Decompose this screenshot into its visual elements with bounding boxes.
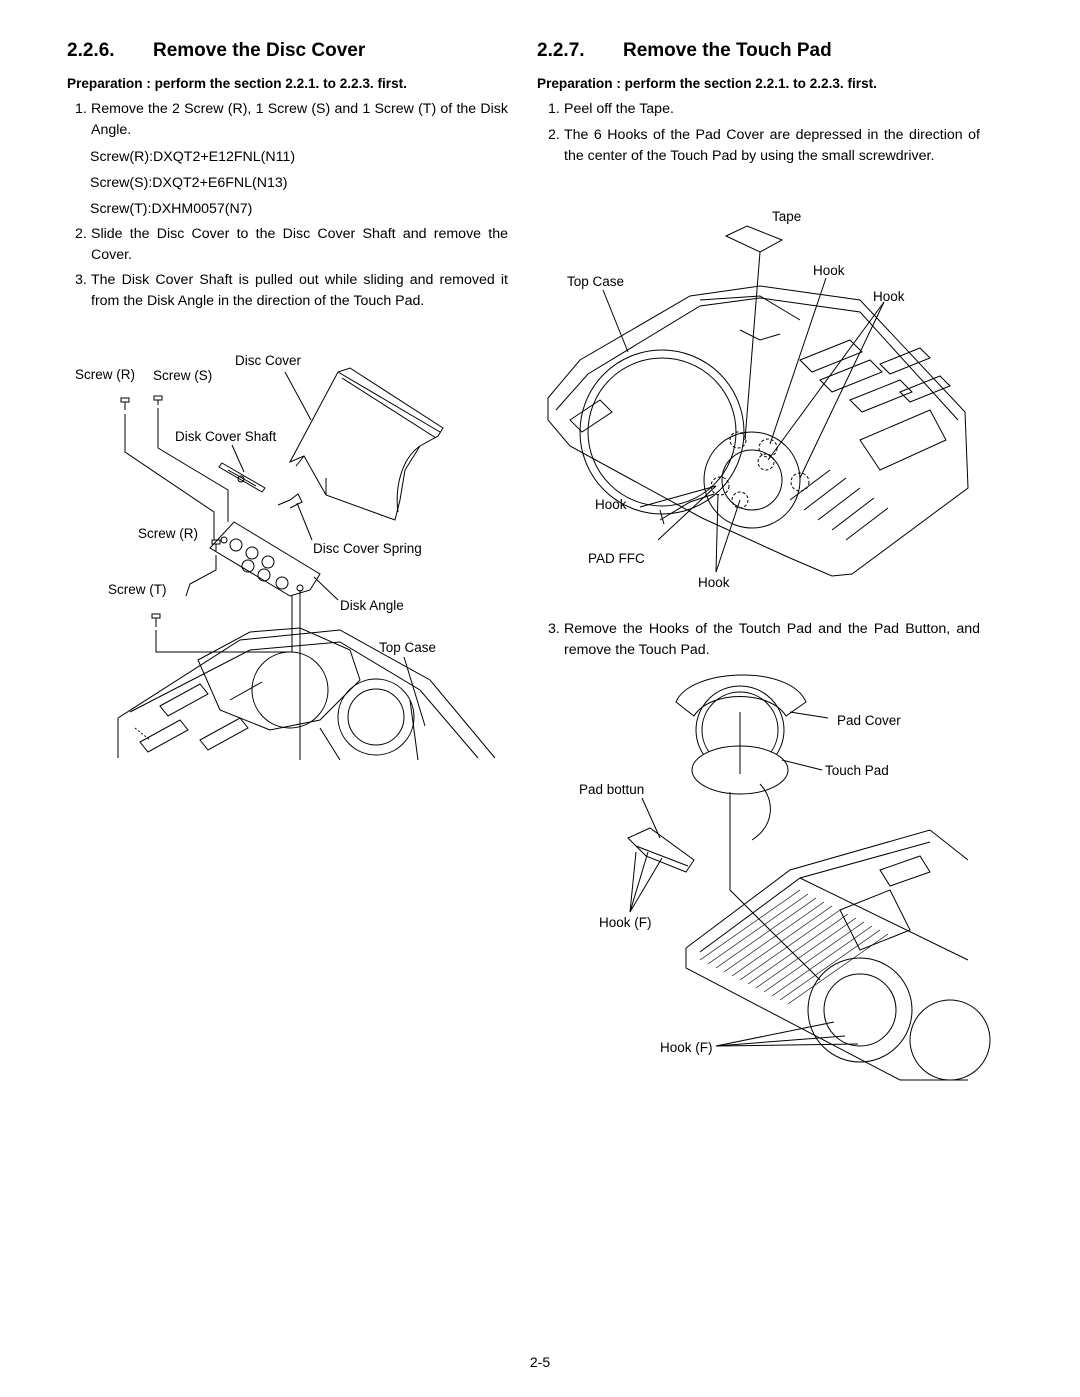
label-pad-cover: Pad Cover	[837, 713, 901, 728]
tape-part	[724, 225, 784, 253]
section-number: 2.2.7.	[537, 40, 585, 61]
disc-cover-spring-part	[277, 493, 303, 509]
label-screw-r-mid: Screw (R)	[138, 526, 198, 541]
label-pad-ffc: PAD FFC	[588, 551, 645, 566]
screw-spec-r: Screw(R):DXQT2+E12FNL(N11)	[90, 149, 296, 165]
top-case-part	[117, 627, 496, 761]
step-1: 1. Peel off the Tape.	[548, 99, 980, 120]
step-text: Remove the Hooks of the Toutch Pad and t…	[564, 621, 980, 658]
screw-spec-t: Screw(T):DXHM0057(N7)	[90, 201, 253, 217]
screw-spec-s: Screw(S):DXQT2+E6FNL(N13)	[90, 175, 288, 191]
label-hook: Hook	[698, 575, 730, 590]
label-pad-button: Pad bottun	[579, 782, 644, 797]
label-top-case: Top Case	[567, 274, 624, 289]
section-heading-touch-pad: 2.2.7. Remove the Touch Pad	[537, 40, 832, 62]
section-title: Remove the Touch Pad	[623, 40, 832, 61]
step-2: 2. Slide the Disc Cover to the Disc Cove…	[75, 224, 508, 266]
page-number: 2-5	[529, 1354, 551, 1370]
label-top-case: Top Case	[379, 640, 436, 655]
preparation-note: Preparation : perform the section 2.2.1.…	[537, 76, 877, 91]
step-text: The 6 Hooks of the Pad Cover are depress…	[564, 127, 980, 164]
screw-t-part	[151, 613, 161, 627]
label-screw-r: Screw (R)	[75, 367, 135, 382]
section-heading-disc-cover: 2.2.6. Remove the Disc Cover	[67, 40, 365, 62]
label-tape: Tape	[772, 209, 801, 224]
label-hook: Hook	[873, 289, 905, 304]
step-text: Peel off the Tape.	[564, 101, 674, 117]
pad-button-part	[627, 827, 695, 873]
step-number: 3.	[548, 621, 560, 637]
step-text: Remove the 2 Screw (R), 1 Screw (S) and …	[91, 101, 508, 138]
label-hook-f: Hook (F)	[599, 915, 652, 930]
label-disc-cover: Disc Cover	[235, 353, 302, 368]
step-number: 1.	[75, 101, 87, 117]
step-1: 1. Remove the 2 Screw (R), 1 Screw (S) a…	[75, 99, 508, 141]
label-disk-cover-shaft: Disk Cover Shaft	[175, 429, 277, 444]
section-number: 2.2.6.	[67, 40, 115, 61]
label-hook-f: Hook (F)	[660, 1040, 713, 1055]
step-number: 2.	[75, 226, 87, 242]
step-number: 2.	[548, 127, 560, 143]
disk-angle-part	[209, 521, 321, 597]
hatched-area	[699, 889, 889, 1005]
disc-cover-part	[288, 367, 444, 521]
label-screw-s: Screw (S)	[153, 368, 212, 383]
step-3: 3. Remove the Hooks of the Toutch Pad an…	[548, 619, 980, 661]
label-touch-pad: Touch Pad	[825, 763, 889, 778]
label-hook: Hook	[813, 263, 845, 278]
top-case-assembly	[547, 285, 969, 577]
screw-s-part	[153, 395, 163, 405]
step-text: Slide the Disc Cover to the Disc Cover S…	[91, 226, 508, 263]
label-disc-cover-spring: Disc Cover Spring	[313, 541, 422, 556]
screw-r-top-part	[120, 397, 130, 410]
disk-cover-shaft-part	[218, 462, 266, 493]
top-case-lower-part	[685, 829, 991, 1081]
label-hook: Hook	[595, 497, 627, 512]
step-2: 2. The 6 Hooks of the Pad Cover are depr…	[548, 125, 980, 167]
step-number: 3.	[75, 272, 87, 288]
label-disk-angle: Disk Angle	[340, 598, 404, 613]
section-title: Remove the Disc Cover	[153, 40, 366, 61]
preparation-note: Preparation : perform the section 2.2.1.…	[67, 76, 407, 91]
label-screw-t: Screw (T)	[108, 582, 167, 597]
step-3: 3. The Disk Cover Shaft is pulled out wh…	[75, 270, 508, 312]
step-text: The Disk Cover Shaft is pulled out while…	[91, 272, 508, 309]
step-number: 1.	[548, 101, 560, 117]
screw-r-mid-part	[211, 539, 221, 551]
